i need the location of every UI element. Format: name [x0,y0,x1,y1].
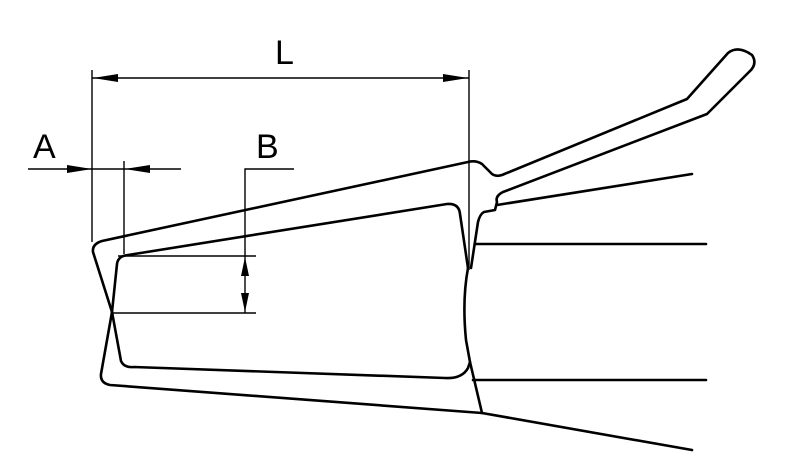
arrow-left-icon [93,74,118,82]
dimension-b-leader [244,168,294,256]
handle-body [471,242,708,382]
lower-jaw [99,266,694,452]
dimension-l [91,70,470,270]
dimension-b [112,168,294,314]
arrow-left-icon [125,165,150,173]
arrow-up-icon [241,257,249,276]
pivot-joint-outline [463,266,484,415]
arrow-right-icon [443,74,468,82]
upper-jaw [91,48,756,314]
upper-handle-line [495,172,694,207]
dimension-a [28,161,181,254]
lower-jaw-outline [99,310,694,452]
dimension-label-b: B [256,128,279,166]
dimension-label-l: L [275,34,294,72]
dimension-label-a: A [33,128,56,166]
arrow-right-icon [67,165,92,173]
lower-jaw-inner-outline [110,310,472,380]
upper-jaw-inner-outline [110,202,470,314]
upper-jaw-outline [91,48,756,314]
arrow-down-icon [241,293,249,312]
